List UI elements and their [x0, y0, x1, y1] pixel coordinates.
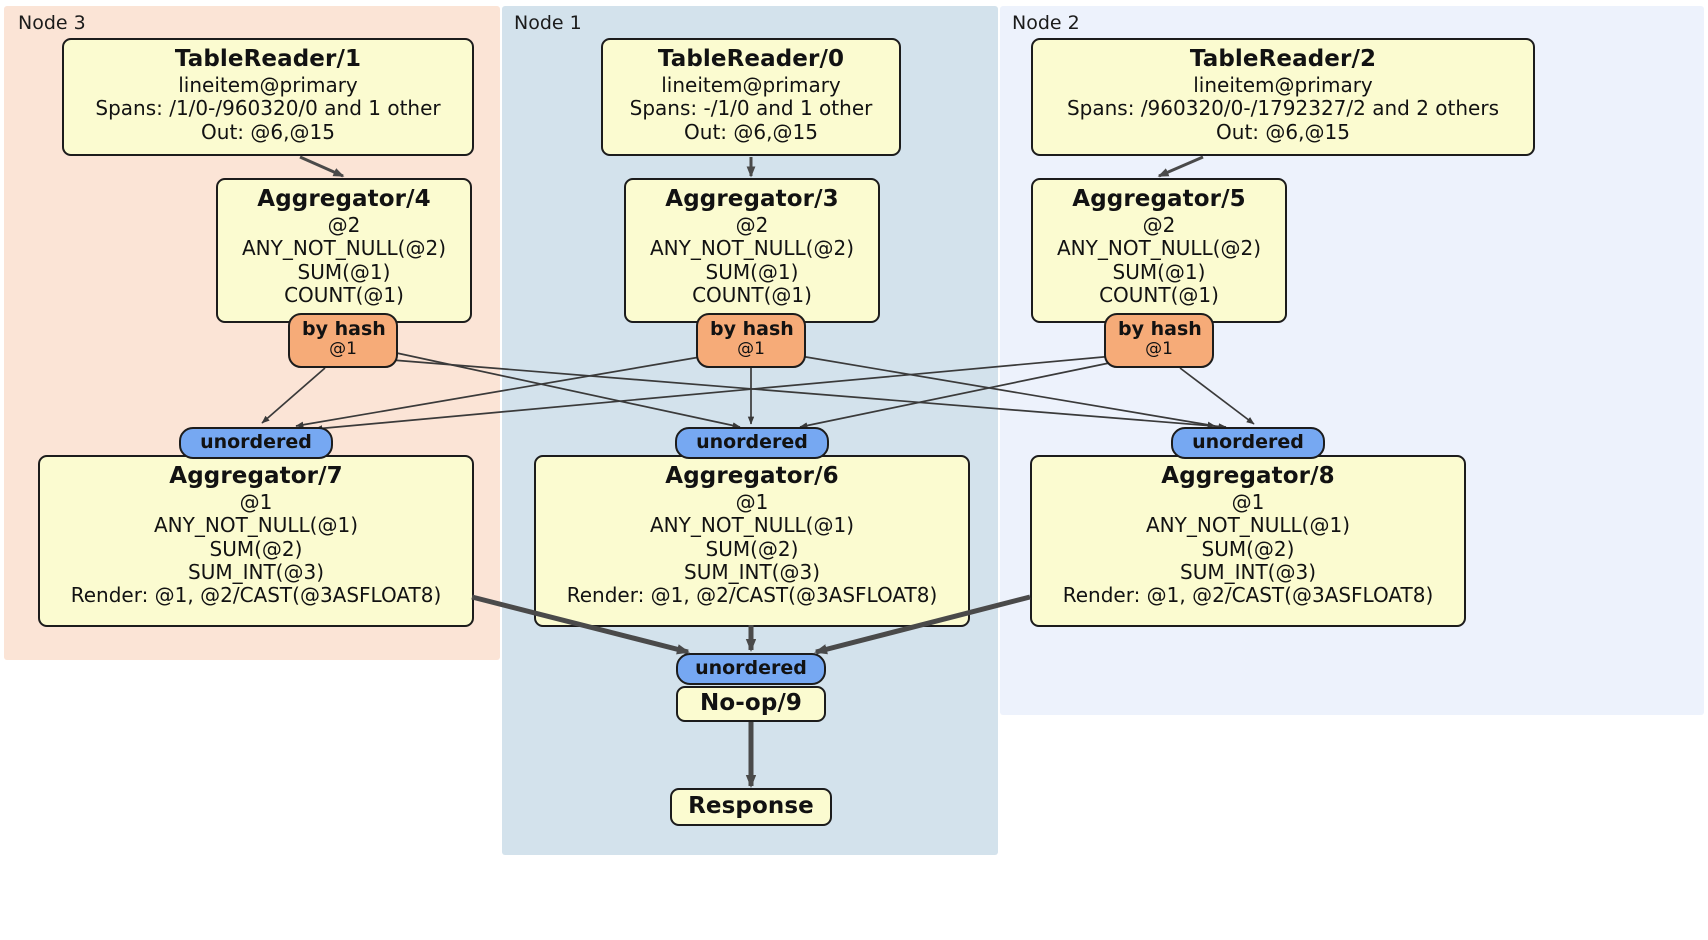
- panel-node-3-label: Node 3: [18, 12, 86, 34]
- processor-detail-line: SUM(@2): [1201, 536, 1295, 561]
- edge-agg7-to-final-unordered: [471, 594, 690, 655]
- edge-hash-right-to-unordered-right: [1179, 367, 1255, 425]
- processor-table-reader-1[interactable]: TableReader/1 lineitem@primary Spans: /1…: [62, 38, 474, 156]
- processor-aggregator-3[interactable]: Aggregator/3 @2 ANY_NOT_NULL(@2) SUM(@1)…: [624, 178, 880, 323]
- edge-hash-left-to-unordered-right: [391, 359, 1227, 430]
- processor-detail-line: Spans: /960320/0-/1792327/2 and 2 others: [1066, 96, 1499, 121]
- edge-hash-center-to-unordered-right: [799, 355, 1216, 428]
- processor-title: Aggregator/7: [169, 463, 343, 489]
- processor-detail-line: ANY_NOT_NULL(@2): [242, 236, 446, 261]
- router-by-hash-right[interactable]: by hash @1: [1104, 313, 1214, 368]
- processor-detail-line: SUM(@1): [1112, 259, 1206, 284]
- panel-node-2-label: Node 2: [1012, 12, 1080, 34]
- processor-title: Aggregator/6: [665, 463, 839, 489]
- processor-title: Response: [688, 792, 814, 819]
- processor-detail-line: SUM_INT(@3): [188, 560, 324, 585]
- router-sublabel: @1: [737, 339, 765, 360]
- edge-hash-right-to-unordered-left: [314, 355, 1115, 432]
- router-label: by hash: [302, 318, 386, 340]
- edge-hash-center-to-unordered-left: [295, 355, 707, 428]
- processor-detail-line: lineitem@primary: [178, 72, 358, 97]
- processor-aggregator-4[interactable]: Aggregator/4 @2 ANY_NOT_NULL(@2) SUM(@1)…: [216, 178, 472, 323]
- processor-detail-line: Spans: /1/0-/960320/0 and 1 other: [95, 96, 441, 121]
- router-by-hash-left[interactable]: by hash @1: [288, 313, 398, 368]
- panel-node-1-label: Node 1: [514, 12, 582, 34]
- edge-reader2-to-agg5: [1157, 155, 1204, 178]
- synchronizer-label: unordered: [696, 430, 808, 453]
- synchronizer-unordered-left[interactable]: unordered: [179, 427, 333, 459]
- synchronizer-unordered-center[interactable]: unordered: [675, 427, 829, 459]
- processor-detail-line: SUM_INT(@3): [684, 560, 820, 585]
- processor-detail-line: @2: [1142, 212, 1176, 237]
- processor-detail-line: Render: @1, @2/CAST(@3ASFLOAT8): [70, 583, 442, 608]
- processor-title: TableReader/1: [174, 46, 362, 72]
- processor-detail-line: ANY_NOT_NULL(@2): [1057, 236, 1261, 261]
- router-by-hash-center[interactable]: by hash @1: [696, 313, 806, 368]
- processor-detail-line: Out: @6,@15: [201, 119, 335, 144]
- processor-detail-line: @1: [735, 489, 769, 514]
- processor-no-op-9[interactable]: No-op/9: [676, 686, 826, 722]
- processor-detail-line: Spans: -/1/0 and 1 other: [629, 96, 873, 121]
- processor-detail-line: lineitem@primary: [661, 72, 841, 97]
- processor-detail-line: SUM(@2): [209, 536, 303, 561]
- processor-detail-line: SUM(@2): [705, 536, 799, 561]
- processor-table-reader-2[interactable]: TableReader/2 lineitem@primary Spans: /9…: [1031, 38, 1535, 156]
- edge-hash-left-to-unordered-left: [261, 367, 326, 424]
- processor-detail-line: COUNT(@1): [284, 283, 404, 308]
- processor-detail-line: @1: [239, 489, 273, 514]
- synchronizer-label: unordered: [1192, 430, 1304, 453]
- processor-detail-line: ANY_NOT_NULL(@1): [154, 513, 358, 538]
- edge-reader1-to-agg4: [299, 155, 345, 178]
- router-label: by hash: [710, 318, 794, 340]
- processor-detail-line: Out: @6,@15: [1216, 119, 1350, 144]
- processor-detail-line: Render: @1, @2/CAST(@3ASFLOAT8): [1062, 583, 1434, 608]
- processor-title: Aggregator/5: [1072, 186, 1246, 212]
- processor-detail-line: SUM_INT(@3): [1180, 560, 1316, 585]
- processor-title: Aggregator/4: [257, 186, 431, 212]
- router-sublabel: @1: [1145, 339, 1173, 360]
- router-sublabel: @1: [329, 339, 357, 360]
- processor-aggregator-6[interactable]: Aggregator/6 @1 ANY_NOT_NULL(@1) SUM(@2)…: [534, 455, 970, 627]
- processor-title: No-op/9: [700, 689, 802, 716]
- processor-detail-line: ANY_NOT_NULL(@1): [650, 513, 854, 538]
- synchronizer-unordered-final[interactable]: unordered: [676, 653, 826, 685]
- processor-aggregator-7[interactable]: Aggregator/7 @1 ANY_NOT_NULL(@1) SUM(@2)…: [38, 455, 474, 627]
- edge-agg8-to-final-unordered: [814, 594, 1031, 655]
- processor-detail-line: SUM(@1): [297, 259, 391, 284]
- processor-detail-line: @2: [735, 212, 769, 237]
- processor-detail-line: lineitem@primary: [1193, 72, 1373, 97]
- processor-detail-line: COUNT(@1): [1099, 283, 1219, 308]
- processor-response[interactable]: Response: [670, 788, 832, 826]
- processor-title: TableReader/0: [657, 46, 845, 72]
- processor-detail-line: SUM(@1): [705, 259, 799, 284]
- processor-detail-line: Out: @6,@15: [684, 119, 818, 144]
- processor-table-reader-0[interactable]: TableReader/0 lineitem@primary Spans: -/…: [601, 38, 901, 156]
- processor-detail-line: @1: [1231, 489, 1265, 514]
- processor-detail-line: COUNT(@1): [692, 283, 812, 308]
- synchronizer-label: unordered: [695, 656, 807, 679]
- synchronizer-unordered-right[interactable]: unordered: [1171, 427, 1325, 459]
- processor-title: Aggregator/3: [665, 186, 839, 212]
- processor-detail-line: ANY_NOT_NULL(@2): [650, 236, 854, 261]
- synchronizer-label: unordered: [200, 430, 312, 453]
- processor-title: TableReader/2: [1189, 46, 1377, 72]
- processor-title: Aggregator/8: [1161, 463, 1335, 489]
- processor-aggregator-8[interactable]: Aggregator/8 @1 ANY_NOT_NULL(@1) SUM(@2)…: [1030, 455, 1466, 627]
- processor-detail-line: @2: [327, 212, 361, 237]
- processor-detail-line: ANY_NOT_NULL(@1): [1146, 513, 1350, 538]
- edge-hash-right-to-unordered-center: [799, 361, 1115, 429]
- processor-detail-line: Render: @1, @2/CAST(@3ASFLOAT8): [566, 583, 938, 608]
- router-label: by hash: [1118, 318, 1202, 340]
